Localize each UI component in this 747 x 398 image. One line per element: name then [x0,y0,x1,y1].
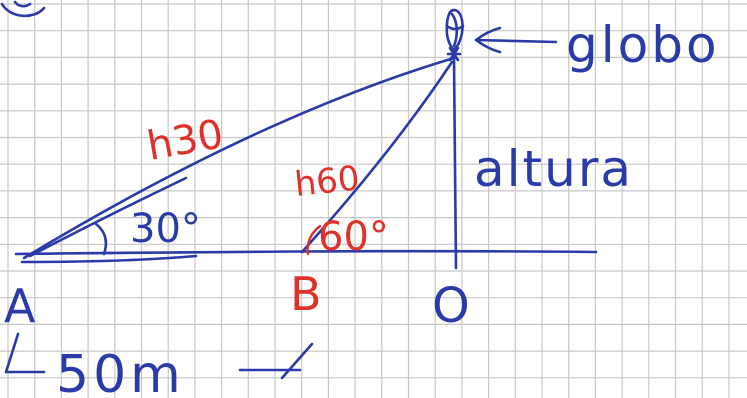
label-point-a: A [4,279,36,333]
label-angle-60: 60° [318,214,389,260]
height-line [452,56,458,270]
balloon-arrow [474,26,558,54]
hypotenuse-h30-stroke [28,176,188,258]
hypotenuse-h60-line [300,60,454,254]
angle-arc-60 [306,224,322,256]
balloon-icon [445,8,465,62]
angle-arc-30 [94,222,108,256]
label-h60: h60 [293,158,362,205]
label-angle-30: 30° [130,206,201,252]
label-point-b: B [290,267,322,321]
label-altura: altura [474,140,633,198]
label-distance: 50m [56,345,185,398]
label-h30: h30 [144,111,227,170]
label-globo: globo [566,16,720,74]
base-line [14,249,598,256]
distance-marker-left [4,332,46,374]
base-underline [20,254,198,264]
corner-circle-fragment [0,0,46,18]
distance-marker-right [238,342,314,380]
hypotenuse-h30-line [22,56,456,260]
label-point-o: O [432,278,470,334]
